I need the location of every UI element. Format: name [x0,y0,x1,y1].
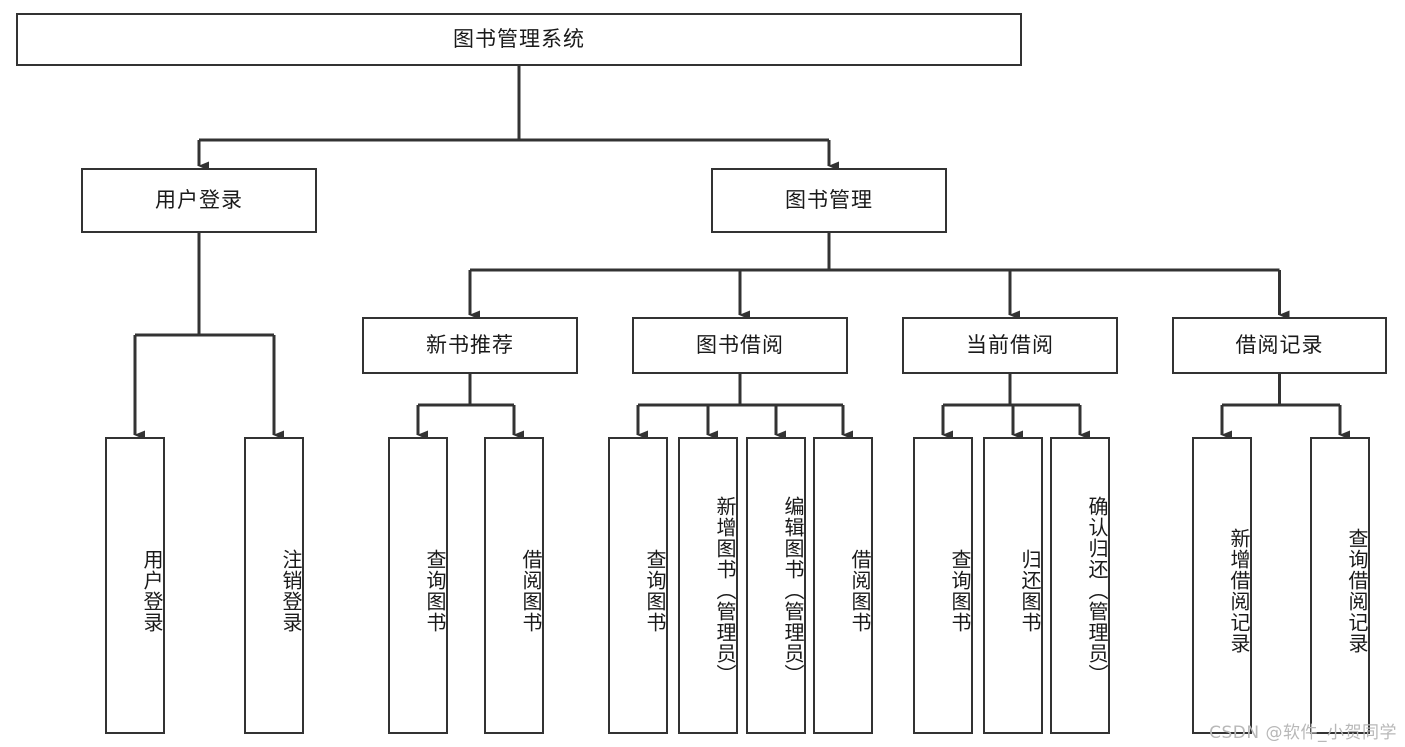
node-label-user-login: 用户登录 [155,187,243,212]
node-user-logout: 注销登录 [244,437,304,734]
node-record-query: 查询借阅记录 [1310,437,1370,734]
node-book-borrow: 图书借阅 [632,317,848,374]
node-root: 图书管理系统 [16,13,1022,66]
node-label-current-borrow: 当前借阅 [966,332,1054,357]
node-label-current-query-book: 查询图书 [948,548,972,633]
node-recommend-query-book: 查询图书 [388,437,448,734]
node-label-root: 图书管理系统 [453,26,585,51]
node-label-record-query: 查询借阅记录 [1345,527,1369,654]
node-label-current-confirm-return: 确认归还（管理员） [1085,496,1109,685]
node-new-book-recommend: 新书推荐 [362,317,578,374]
node-borrow-record: 借阅记录 [1172,317,1387,374]
node-label-recommend-borrow-book: 借阅图书 [519,548,543,633]
node-label-borrow-record: 借阅记录 [1235,332,1324,357]
node-current-confirm-return: 确认归还（管理员） [1050,437,1110,734]
node-user-login-do: 用户登录 [105,437,165,734]
node-user-login: 用户登录 [81,168,317,233]
node-label-borrow-edit-book: 编辑图书（管理员） [781,496,805,685]
node-borrow-edit-book: 编辑图书（管理员） [746,437,806,734]
node-label-record-add: 新增借阅记录 [1227,527,1251,654]
node-recommend-borrow-book: 借阅图书 [484,437,544,734]
node-label-user-logout: 注销登录 [279,548,303,633]
node-label-user-login-do: 用户登录 [140,548,164,633]
node-label-book-borrow: 图书借阅 [696,332,784,357]
node-current-borrow: 当前借阅 [902,317,1118,374]
node-label-new-book-recommend: 新书推荐 [426,332,514,357]
node-book-management: 图书管理 [711,168,947,233]
node-label-current-return-book: 归还图书 [1018,548,1042,633]
node-label-borrow-borrow-book: 借阅图书 [848,548,872,633]
csdn-watermark: CSDN @软件_小贺同学 [1209,723,1397,743]
node-borrow-add-book: 新增图书（管理员） [678,437,738,734]
node-label-book-management: 图书管理 [785,187,873,212]
node-label-recommend-query-book: 查询图书 [423,548,447,633]
node-label-borrow-add-book: 新增图书（管理员） [713,496,737,685]
node-current-return-book: 归还图书 [983,437,1043,734]
node-current-query-book: 查询图书 [913,437,973,734]
node-borrow-borrow-book: 借阅图书 [813,437,873,734]
node-record-add: 新增借阅记录 [1192,437,1252,734]
node-borrow-query-book: 查询图书 [608,437,668,734]
node-label-borrow-query-book: 查询图书 [643,548,667,633]
